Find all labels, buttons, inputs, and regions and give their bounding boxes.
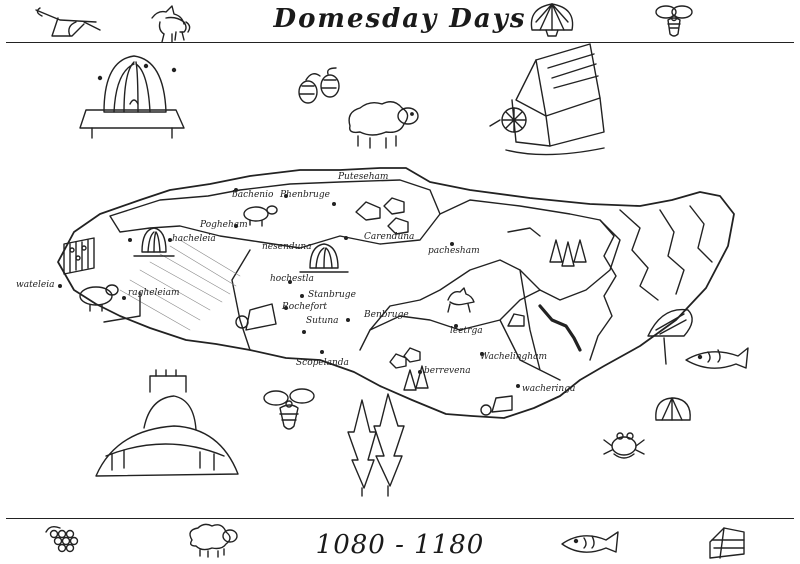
place-label: hacheleia <box>172 234 216 244</box>
raspberries-icon <box>298 67 340 104</box>
bee-icon <box>655 5 693 37</box>
place-label: wacheringa <box>522 384 576 394</box>
estuary-channel <box>538 304 582 352</box>
parish-boundary <box>359 199 621 351</box>
watermill-on-map-icon <box>235 303 277 331</box>
marsh-channels <box>589 205 713 361</box>
hut-cluster-icon <box>355 197 409 235</box>
place-label: Scopelanda <box>296 358 349 368</box>
place-label: Puteseham <box>338 172 389 182</box>
place-label: Sutuna <box>306 316 339 326</box>
vineyard-icon <box>63 237 95 275</box>
hut-icon <box>709 527 745 559</box>
place-label: bachenio <box>232 190 274 200</box>
parish-boundary <box>231 249 561 381</box>
map-years: 1080 - 1180 <box>315 530 485 560</box>
place-label: Rochefort <box>282 302 328 312</box>
place-label: wateleia <box>16 280 55 290</box>
place-label: hochestla <box>270 274 314 284</box>
place-label: Pogheham <box>200 220 248 230</box>
penned-sheep-icon <box>79 284 141 323</box>
place-label: ragheleiam <box>128 288 180 298</box>
horse-on-map-icon <box>447 287 475 313</box>
motte-and-bailey-castle-icon <box>95 369 239 477</box>
footer-rule <box>6 518 794 519</box>
header-rule <box>6 42 794 43</box>
skep-on-map-icon <box>133 227 175 257</box>
place-label: Carenduna <box>364 232 415 242</box>
island-coastline <box>57 167 735 419</box>
pine-cluster-icon <box>549 239 587 267</box>
scallop-shell-icon <box>530 3 574 37</box>
place-label: Benbruge <box>364 310 409 320</box>
inner-boundary <box>109 179 441 249</box>
settlement-markers <box>58 188 520 388</box>
sheep-icon <box>189 523 238 558</box>
place-label: Wachelingham <box>480 352 548 362</box>
scallop-vignette-icon <box>655 397 691 421</box>
place-label: Stanbruge <box>308 290 356 300</box>
hut-on-map-icon <box>480 395 513 416</box>
watermill-icon <box>489 43 605 156</box>
plough-icon <box>35 7 101 37</box>
beehive-skep-icon <box>79 55 185 139</box>
place-label: pachesham <box>428 246 480 256</box>
horse-icon <box>151 5 191 43</box>
pine-trees-icon <box>347 393 405 497</box>
place-label: berrevena <box>424 366 471 376</box>
map-title: Domesday Days <box>273 4 527 34</box>
pine-cluster-icon <box>403 365 429 391</box>
field-lines <box>119 239 241 331</box>
boat-icon <box>647 308 693 365</box>
fish-vignette-icon <box>685 347 749 369</box>
fish-icon <box>561 531 619 553</box>
hut-cluster-icon <box>389 347 421 369</box>
place-label: leetrga <box>450 326 483 336</box>
crab-icon <box>603 432 645 459</box>
place-label: nesenduna <box>262 242 312 252</box>
bee-vignette-icon <box>263 388 315 430</box>
grapes-icon <box>45 525 79 553</box>
grazing-sheep-icon <box>348 101 419 149</box>
place-label: Phenbruge <box>280 190 330 200</box>
sheep-on-map-icon <box>243 205 278 227</box>
skep-on-map-icon <box>299 243 349 273</box>
hut-on-map-icon <box>507 313 525 327</box>
tool-on-map-icon <box>507 227 541 237</box>
